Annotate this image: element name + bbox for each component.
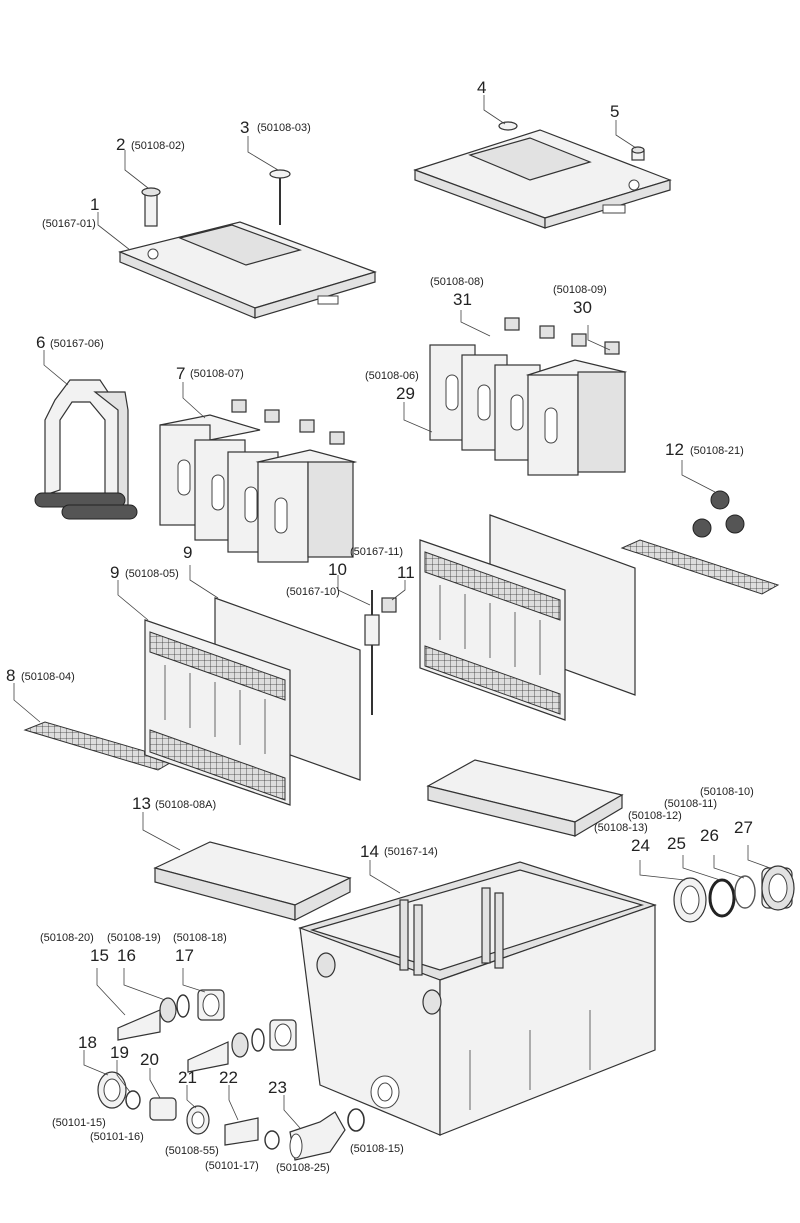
callout-27-number: 27 bbox=[734, 818, 753, 837]
pin-part-2 bbox=[141, 187, 161, 227]
callout-8-code: (50108-04) bbox=[21, 671, 75, 683]
baffle-plates-right bbox=[419, 514, 636, 721]
callout-18-code: (50101-15) bbox=[52, 1117, 106, 1129]
cap-part-4 bbox=[498, 121, 518, 131]
callout-1-code: (50167-01) bbox=[42, 218, 96, 230]
callout-6-number: 6 bbox=[36, 333, 46, 352]
callout-2-code: (50108-02) bbox=[131, 140, 185, 152]
callout-22-code: (50101-17) bbox=[205, 1160, 259, 1172]
callout-5-number: 5 bbox=[610, 102, 620, 121]
lid-left bbox=[118, 221, 377, 319]
extra-code-50108-11: (50108-11) bbox=[664, 798, 717, 810]
callout-30-code: (50108-09) bbox=[553, 284, 607, 296]
callout-29-number: 29 bbox=[396, 384, 415, 403]
callout-29-code: (50108-06) bbox=[365, 370, 419, 382]
callout-2-number: 2 bbox=[116, 135, 126, 154]
callout-15-code: (50108-20) bbox=[40, 932, 94, 944]
lid-right bbox=[413, 129, 672, 229]
callout-14-number: 14 bbox=[360, 842, 379, 861]
callout-16-code: (50108-19) bbox=[107, 932, 161, 944]
sponge-part-13 bbox=[153, 841, 352, 921]
baffle-plates-left bbox=[144, 597, 361, 806]
extra-code-50108-15: (50108-15) bbox=[350, 1143, 404, 1155]
callout-30-number: 30 bbox=[573, 298, 592, 317]
callout-7-code: (50108-07) bbox=[190, 368, 244, 380]
callout-19-number: 19 bbox=[110, 1043, 129, 1062]
callout-13-code: (50108-08A) bbox=[155, 799, 217, 811]
callout-10-number: 10 bbox=[328, 560, 347, 579]
callout-9a-number: 9 bbox=[110, 563, 120, 582]
extra-code-50108-12: (50108-12) bbox=[628, 810, 682, 822]
callout-23-number: 23 bbox=[268, 1078, 287, 1097]
callout-23-code: (50108-25) bbox=[276, 1162, 330, 1174]
callout-18-number: 18 bbox=[78, 1033, 97, 1052]
extra-code-50108-10: (50108-10) bbox=[700, 786, 754, 798]
leader-lines bbox=[13, 95, 771, 1129]
float-rod-part-3 bbox=[269, 169, 291, 225]
callout-9a-code: (50108-05) bbox=[125, 568, 179, 580]
callout-14-code: (50167-14) bbox=[384, 846, 438, 858]
handle-frame-part-6 bbox=[34, 379, 138, 520]
callout-21-number: 21 bbox=[178, 1068, 197, 1087]
extra-code-50108-13: (50108-13) bbox=[594, 822, 648, 834]
callout-21-code: (50108-55) bbox=[165, 1145, 219, 1157]
bottom-fittings bbox=[97, 1071, 365, 1161]
callout-1-number: 1 bbox=[90, 195, 100, 214]
callout-7-number: 7 bbox=[176, 364, 186, 383]
callout-6-code: (50167-06) bbox=[50, 338, 104, 350]
float-switch-part-10 bbox=[364, 590, 397, 715]
callout-20-number: 20 bbox=[140, 1050, 159, 1069]
callout-20-code: (50101-16) bbox=[90, 1131, 144, 1143]
housing-part-14 bbox=[298, 861, 657, 1136]
callout-10-code: (50167-10) bbox=[286, 586, 340, 598]
callout-31-code: (50108-08) bbox=[430, 276, 484, 288]
callout-3-code: (50108-03) bbox=[257, 122, 311, 134]
callout-8-number: 8 bbox=[6, 666, 16, 685]
outlet-fittings-right bbox=[673, 865, 795, 923]
hose-tails-set-1 bbox=[117, 989, 225, 1041]
callout-12-number: 12 bbox=[665, 440, 684, 459]
callout-9b-number: 9 bbox=[183, 543, 193, 562]
callout-4-number: 4 bbox=[477, 78, 487, 97]
callout-16-number: 16 bbox=[117, 946, 136, 965]
callout-17-number: 17 bbox=[175, 946, 194, 965]
hose-tails-set-2 bbox=[187, 1019, 297, 1073]
callout-24-number: 24 bbox=[631, 836, 650, 855]
filter-cartridges-right bbox=[429, 317, 628, 476]
callout-31-number: 31 bbox=[453, 290, 472, 309]
filter-cartridges-left bbox=[159, 399, 358, 563]
callout-3-number: 3 bbox=[240, 118, 250, 137]
callout-22-number: 22 bbox=[219, 1068, 238, 1087]
spray-bar-right bbox=[620, 539, 780, 595]
callout-11-number: 11 bbox=[397, 563, 415, 582]
bio-balls-part-12 bbox=[692, 490, 745, 538]
callout-12-code: (50108-21) bbox=[690, 445, 744, 457]
callout-13-number: 13 bbox=[132, 794, 151, 813]
callout-11-code: (50167-11) bbox=[350, 546, 403, 558]
sponge-right bbox=[426, 759, 624, 838]
knob-part-5 bbox=[631, 146, 645, 161]
callout-15-number: 15 bbox=[90, 946, 109, 965]
callout-17-code: (50108-18) bbox=[173, 932, 227, 944]
callout-26-number: 26 bbox=[700, 826, 719, 845]
callout-25-number: 25 bbox=[667, 834, 686, 853]
